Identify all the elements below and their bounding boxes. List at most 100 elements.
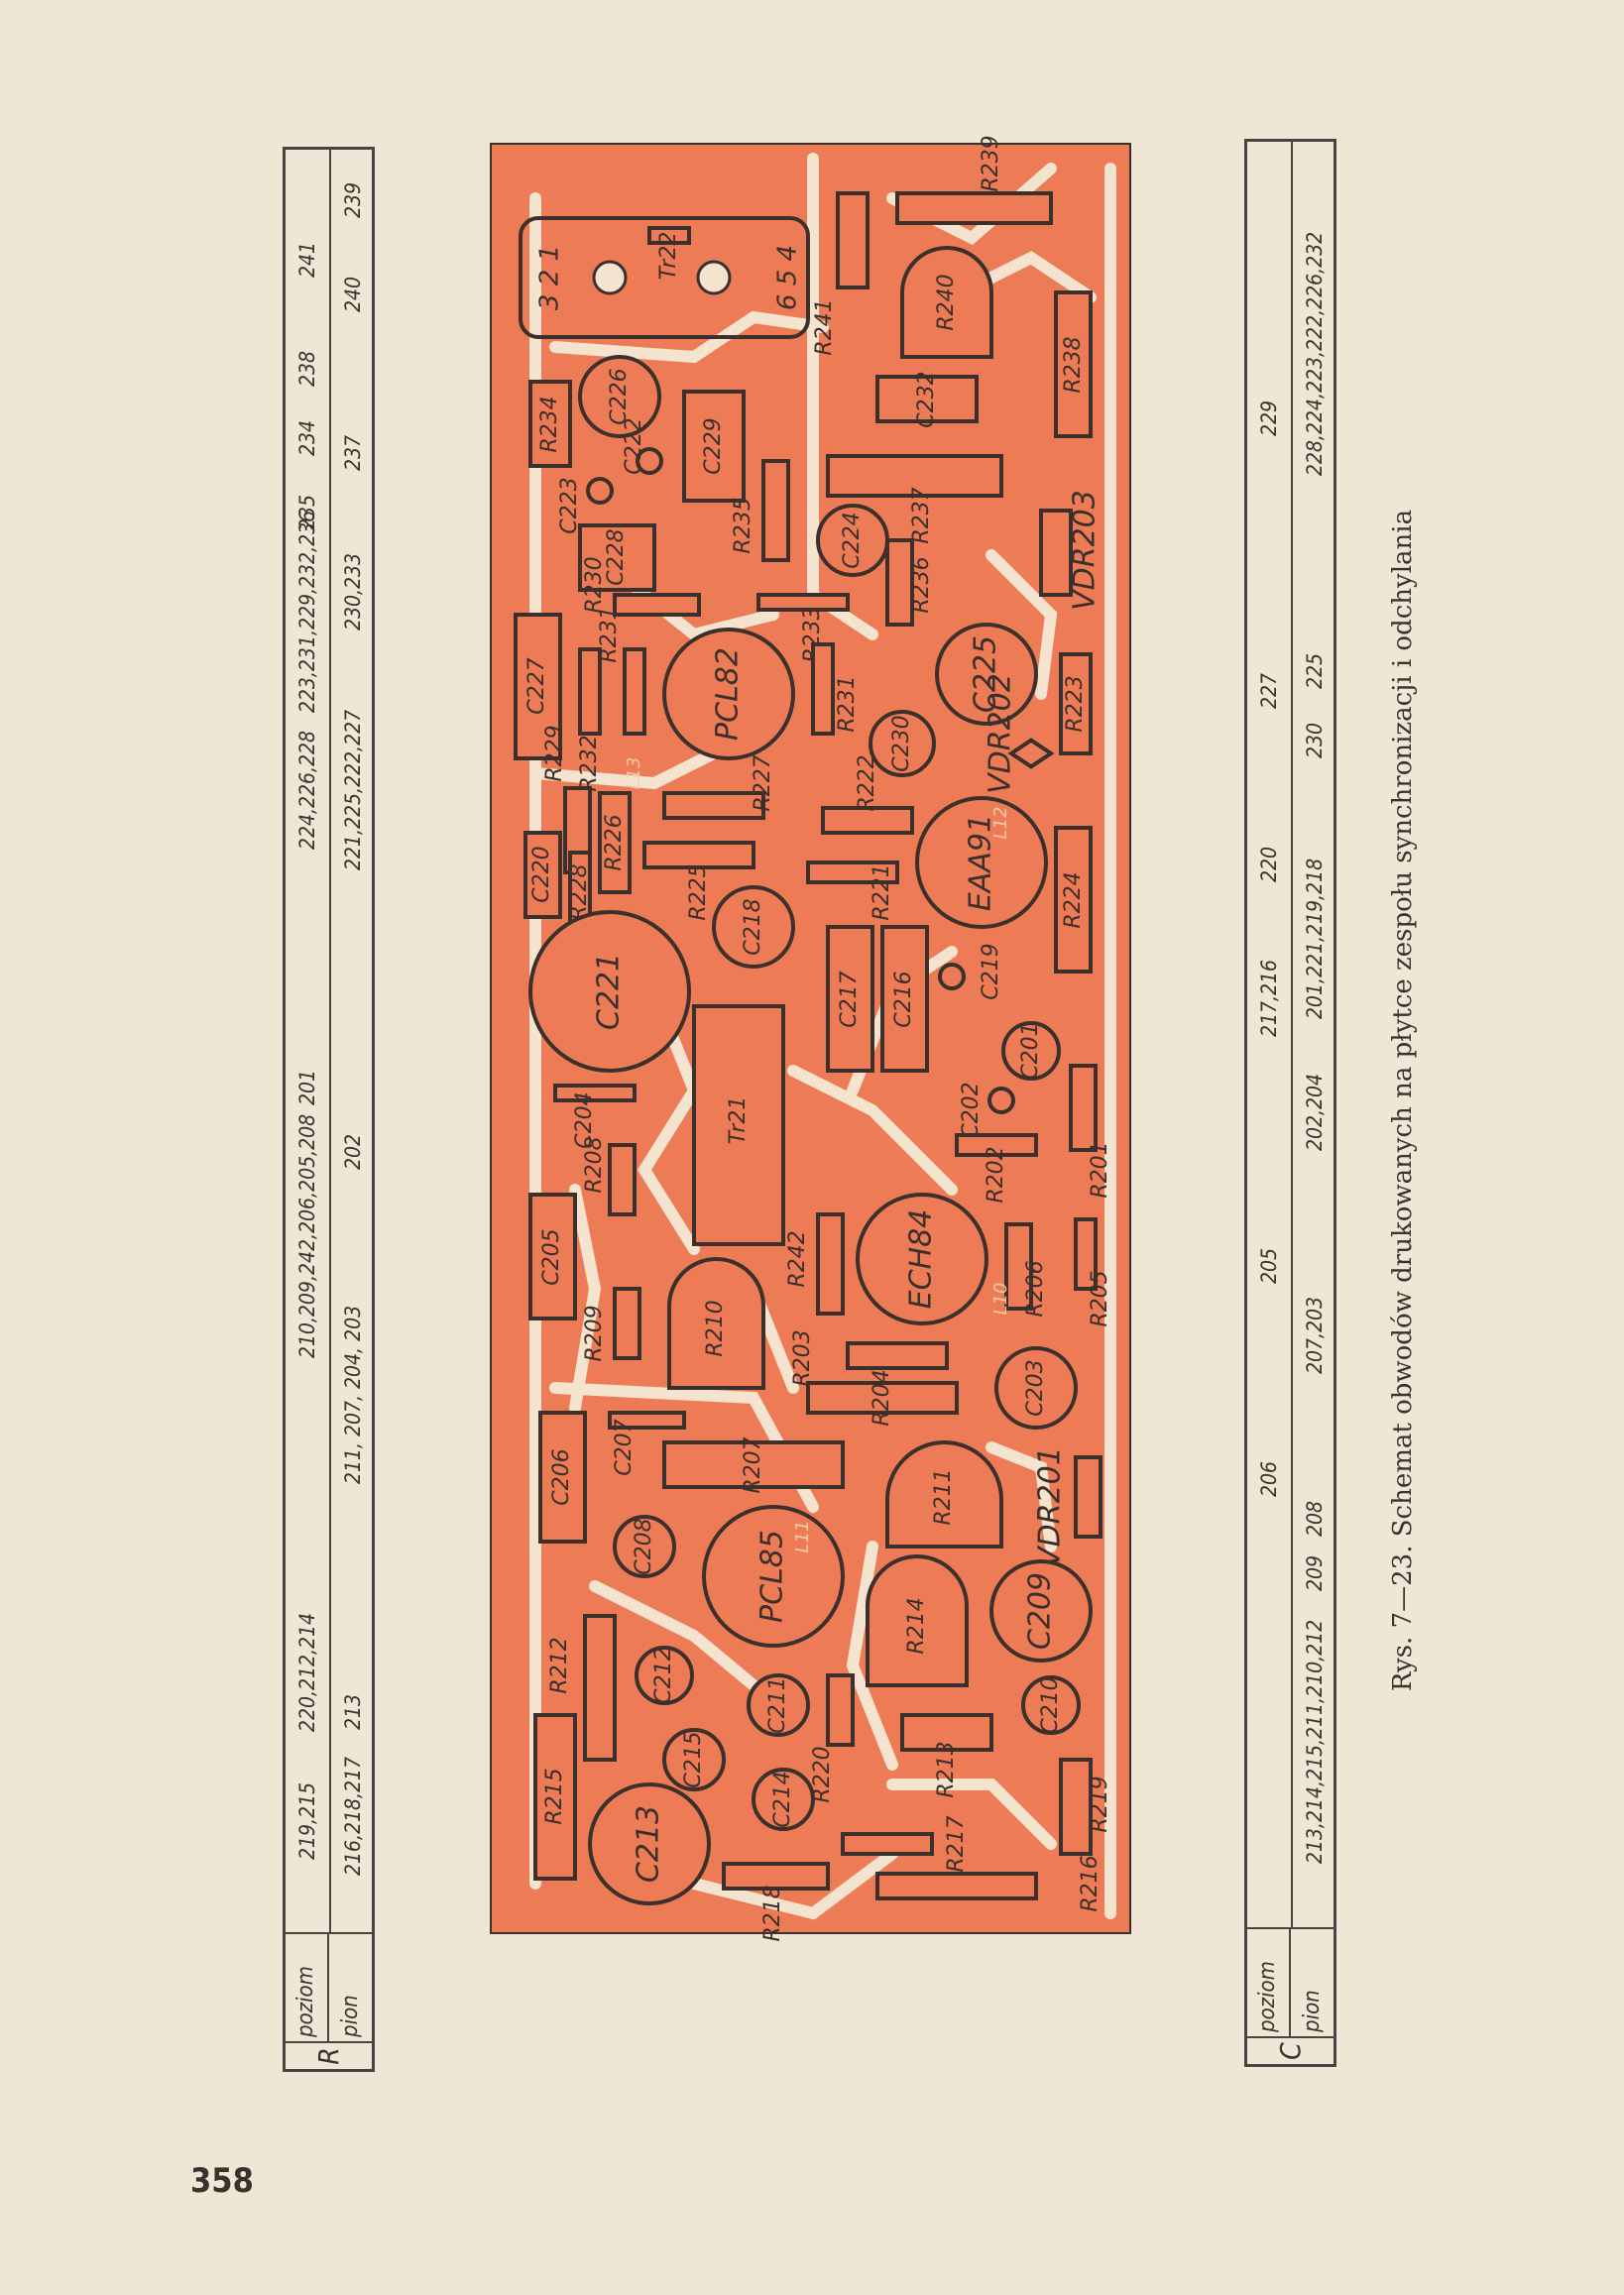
copper-trace	[787, 1065, 958, 1196]
resistor-r232	[578, 647, 602, 736]
capacitor-c211	[747, 1673, 810, 1737]
resistor-r233	[756, 593, 850, 612]
mounting-hole	[592, 260, 628, 295]
component-label: VDR203	[1068, 490, 1102, 611]
resistor-r242	[816, 1212, 845, 1316]
capacitor-c221	[528, 910, 691, 1073]
copper-trace	[637, 985, 701, 1255]
component-label: C204	[572, 1091, 597, 1148]
capacitor-c204	[553, 1084, 637, 1102]
mounting-hole	[696, 260, 732, 295]
connector-pins-label: 3 2 1	[535, 245, 565, 310]
resistor-r205	[1074, 1217, 1098, 1291]
tube-socket-ech84	[856, 1193, 988, 1325]
resistor-r222	[821, 806, 914, 835]
capacitor-c226	[578, 355, 661, 438]
component-label: C220	[529, 846, 554, 902]
component-label: VDR201	[1033, 1446, 1068, 1567]
component-label: R211	[931, 1468, 956, 1525]
component-label: EAA91	[964, 814, 998, 911]
capacitor-c227	[514, 613, 562, 760]
component-label: R224	[1061, 871, 1086, 928]
component-label: C217	[837, 971, 862, 1027]
resistor-r213	[900, 1713, 993, 1752]
resistor-r239	[895, 191, 1053, 225]
tube-socket-eaa91	[915, 796, 1048, 929]
component-label: C223	[557, 477, 582, 533]
component-label: C225	[969, 635, 1003, 713]
component-label: R230	[582, 556, 607, 613]
resistor-r221	[806, 861, 899, 884]
component-label: R214	[904, 1597, 929, 1654]
resistor-r202	[955, 1133, 1038, 1157]
transformer-tr21	[692, 1004, 785, 1246]
component-label: R207	[741, 1436, 765, 1493]
coil-label: L11	[792, 1521, 813, 1553]
page-number: 358	[190, 2161, 254, 2201]
coil-label: L13	[624, 757, 644, 790]
capacitor-c222	[636, 447, 663, 475]
component-label: C208	[632, 1518, 656, 1574]
component-label: PCL82	[711, 647, 746, 741]
component-label: Tr22	[656, 232, 681, 281]
component-label: C206	[549, 1448, 574, 1505]
component-label: R237	[909, 487, 934, 543]
capacitor-c207	[608, 1411, 686, 1430]
component-label: R229	[542, 725, 567, 781]
resistor-r220	[826, 1673, 855, 1747]
component-label: C203	[1023, 1359, 1048, 1416]
resistor-r237	[826, 454, 1003, 498]
component-label: R231	[597, 606, 622, 662]
coil-label: L12	[990, 807, 1011, 840]
resistor-r210	[667, 1257, 765, 1390]
copper-trace	[986, 549, 1058, 700]
component-label: C213	[632, 1805, 666, 1883]
capacitor-c218	[712, 885, 795, 969]
connector-outline	[519, 216, 810, 339]
component-label: R235	[731, 497, 755, 553]
component-label: R234	[537, 396, 562, 452]
component-label: PCL85	[755, 1530, 790, 1623]
component-label: R205	[1088, 1270, 1112, 1326]
component-label: R219	[1088, 1776, 1112, 1832]
component-label: C202	[959, 1082, 984, 1138]
coil-label: L10	[990, 1283, 1011, 1316]
copper-trace	[846, 1541, 898, 1771]
resistor-r214	[866, 1554, 969, 1687]
component-label: C215	[681, 1731, 706, 1787]
component-label: R228	[567, 863, 592, 920]
connector-pins-label: 6 5 4	[773, 245, 803, 310]
component-label: R213	[934, 1741, 959, 1797]
resistor-r216	[875, 1872, 1038, 1900]
component-label: R217	[944, 1815, 969, 1872]
capacitor-c228	[578, 523, 656, 592]
capacitor-c232	[875, 375, 979, 423]
component-label: R206	[1023, 1260, 1048, 1317]
capacitor-c210	[1021, 1675, 1081, 1735]
capacitor-c229	[682, 390, 746, 503]
component-label: C207	[612, 1419, 637, 1475]
component-label: R222	[855, 754, 879, 811]
resistor-r208	[608, 1143, 637, 1216]
resistor-r240	[900, 246, 993, 359]
component-label: C226	[607, 368, 632, 424]
resistor-r218	[722, 1862, 830, 1891]
component-label: Tr21	[726, 1096, 751, 1145]
figure-caption: Rys. 7—23. Schemat obwodów drukowanych n…	[1388, 509, 1418, 1692]
capacitor-c202	[987, 1087, 1015, 1114]
copper-trace	[589, 1580, 759, 1691]
capacitor-c225	[935, 623, 1038, 726]
resistor-r236	[885, 538, 914, 627]
capacitor-c213	[588, 1782, 711, 1905]
component-label: R218	[760, 1885, 785, 1941]
capacitor-c201	[1001, 1021, 1061, 1081]
copper-trace	[688, 1848, 898, 1920]
resistor-r203	[846, 1341, 949, 1370]
resistor-r224	[1054, 826, 1093, 974]
resistor-r211	[885, 1440, 1003, 1549]
component-label: R201	[1088, 1141, 1112, 1198]
resistor-r231	[623, 647, 646, 736]
component-label: VDR202	[984, 673, 1018, 794]
component-label: C212	[651, 1647, 676, 1703]
varistor-vdr202	[1007, 738, 1055, 769]
